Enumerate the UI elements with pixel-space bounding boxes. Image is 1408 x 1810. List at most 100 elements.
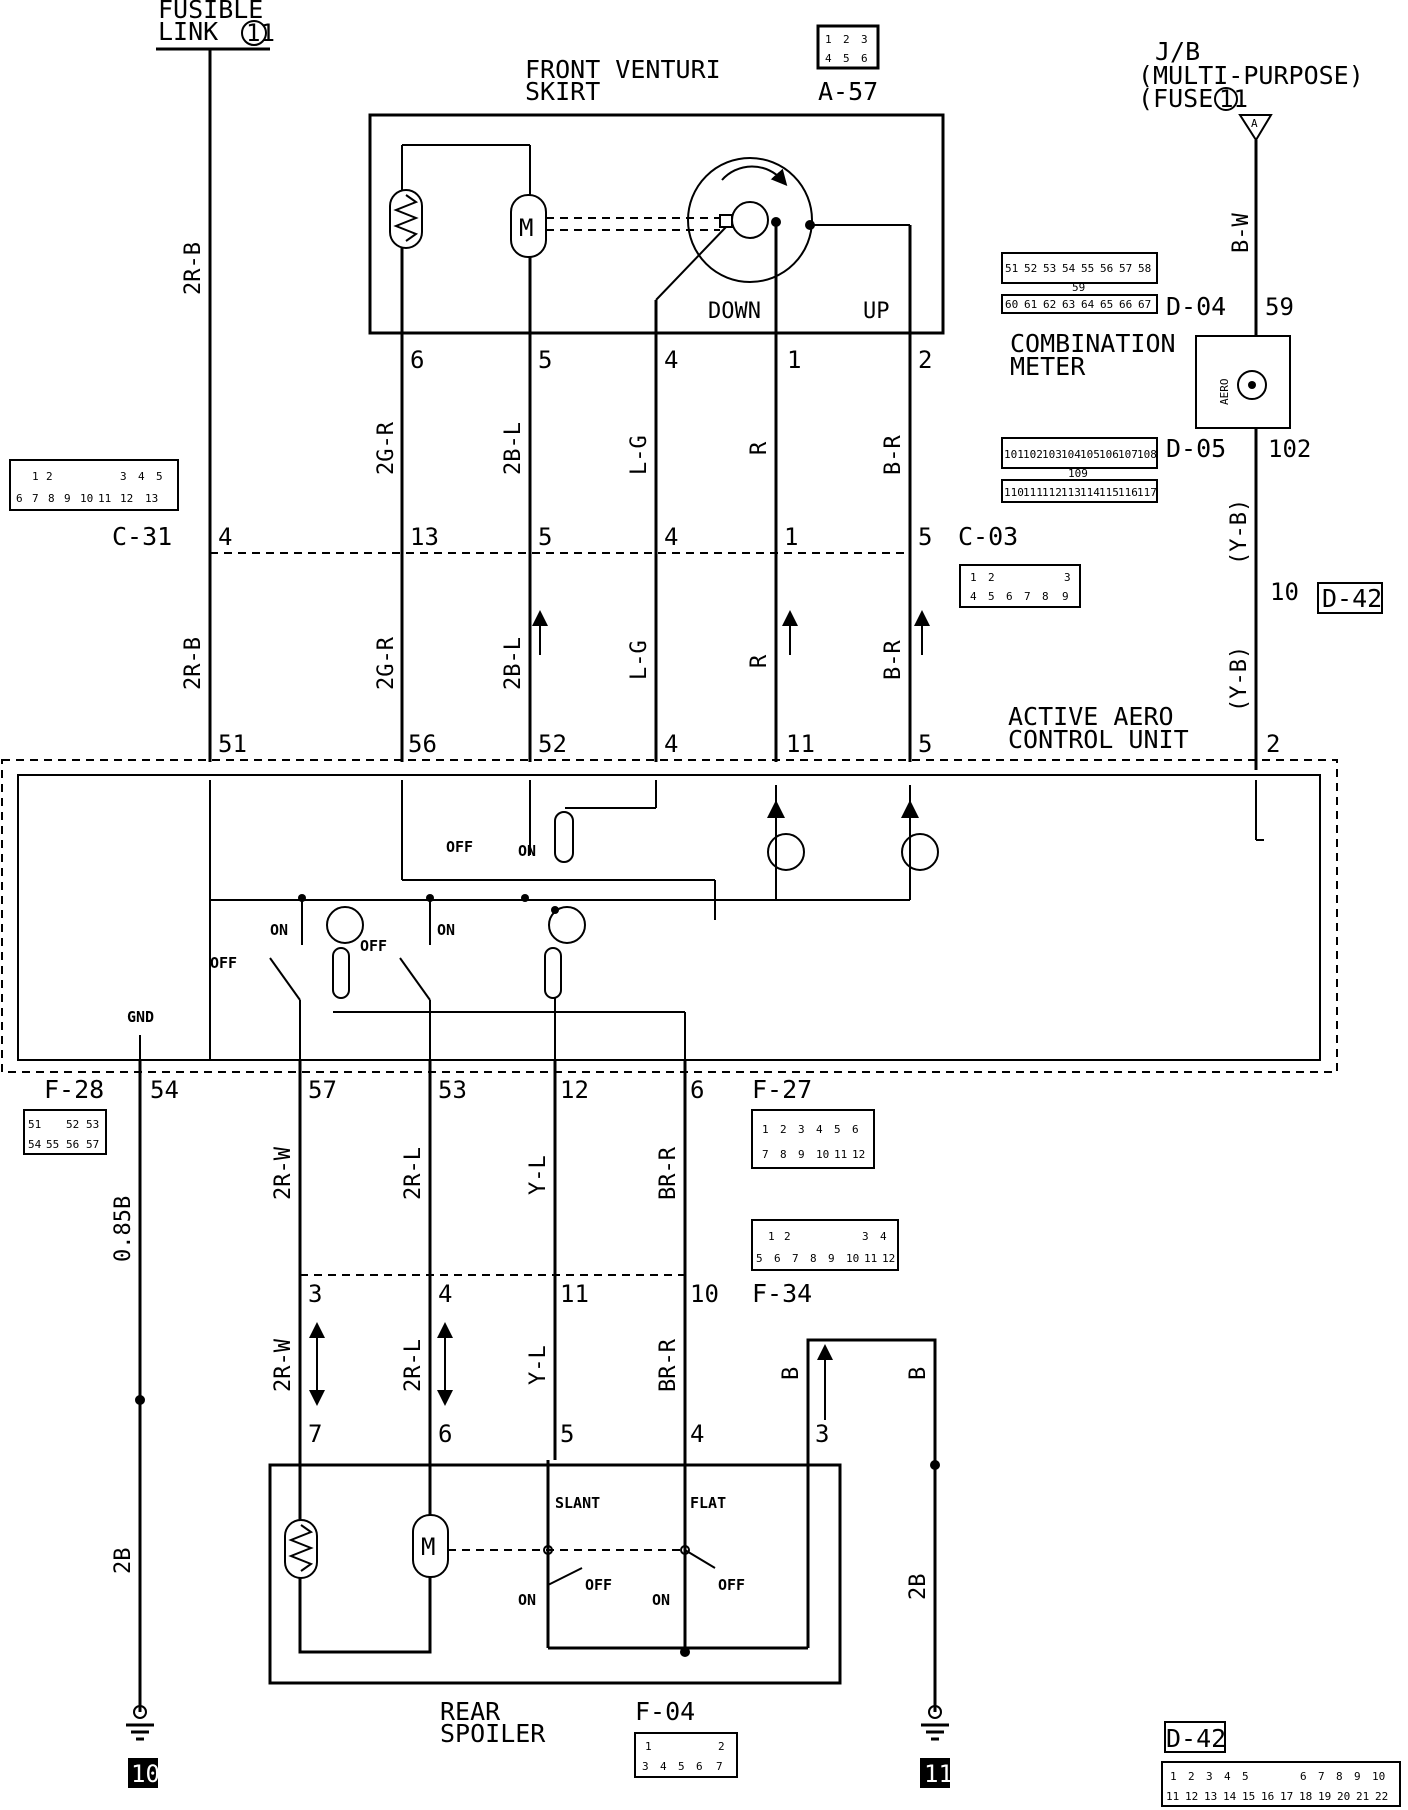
svg-text:66: 66 bbox=[1119, 298, 1132, 311]
svg-text:SKIRT: SKIRT bbox=[525, 77, 600, 106]
svg-text:4: 4 bbox=[438, 1280, 452, 1308]
svg-text:9: 9 bbox=[798, 1148, 805, 1161]
front-venturi-skirt: FRONT VENTURI SKIRT A-57 1 2 3 4 5 6 M bbox=[368, 24, 945, 340]
ground-11: 11 bbox=[920, 1705, 953, 1788]
svg-text:51: 51 bbox=[1005, 262, 1018, 275]
svg-text:F-28: F-28 bbox=[44, 1075, 104, 1104]
svg-text:2R-W: 2R-W bbox=[271, 1146, 296, 1200]
svg-text:OFF: OFF bbox=[360, 937, 387, 955]
svg-text:6: 6 bbox=[410, 346, 424, 374]
svg-text:55: 55 bbox=[1081, 262, 1094, 275]
svg-text:3: 3 bbox=[815, 1420, 829, 1448]
svg-text:12: 12 bbox=[560, 1076, 589, 1104]
svg-text:6: 6 bbox=[774, 1252, 781, 1265]
svg-text:F-27: F-27 bbox=[752, 1075, 812, 1104]
aero-indicator-icon bbox=[1237, 370, 1267, 400]
svg-text:17: 17 bbox=[1280, 1790, 1293, 1803]
svg-text:5: 5 bbox=[678, 1760, 685, 1773]
svg-text:1: 1 bbox=[768, 1230, 775, 1243]
svg-text:D-04: D-04 bbox=[1166, 292, 1226, 321]
svg-text:B: B bbox=[906, 1367, 931, 1380]
svg-text:117: 117 bbox=[1137, 486, 1157, 499]
svg-text:106: 106 bbox=[1099, 448, 1119, 461]
svg-text:116: 116 bbox=[1118, 486, 1138, 499]
svg-text:LINK: LINK bbox=[158, 17, 218, 46]
svg-text:2G-R: 2G-R bbox=[374, 636, 399, 690]
svg-text:FUSIBLE: FUSIBLE bbox=[158, 0, 263, 24]
svg-text:6: 6 bbox=[438, 1420, 452, 1448]
svg-text:52: 52 bbox=[1024, 262, 1037, 275]
svg-text:57: 57 bbox=[86, 1138, 99, 1151]
svg-text:F-04: F-04 bbox=[635, 1697, 695, 1726]
svg-text:2B-L: 2B-L bbox=[501, 637, 526, 690]
svg-text:GND: GND bbox=[127, 1008, 154, 1026]
svg-text:3: 3 bbox=[120, 470, 127, 483]
svg-text:COMBINATION: COMBINATION bbox=[1010, 329, 1176, 358]
svg-text:65: 65 bbox=[1100, 298, 1113, 311]
svg-text:6: 6 bbox=[1300, 1770, 1307, 1783]
svg-text:L-G: L-G bbox=[627, 435, 652, 475]
svg-text:D-42: D-42 bbox=[1322, 584, 1382, 613]
transistor-icon bbox=[326, 906, 364, 944]
fusible-link-label: FUSIBLE LINK 11 bbox=[156, 0, 275, 51]
svg-text:3: 3 bbox=[308, 1280, 322, 1308]
svg-text:63: 63 bbox=[1062, 298, 1075, 311]
transistor-icon bbox=[767, 833, 805, 871]
svg-text:55: 55 bbox=[46, 1138, 59, 1151]
svg-text:5: 5 bbox=[560, 1420, 574, 1448]
svg-text:3: 3 bbox=[1064, 571, 1071, 584]
svg-text:52: 52 bbox=[66, 1118, 79, 1131]
svg-text:2: 2 bbox=[918, 346, 932, 374]
svg-text:1: 1 bbox=[1170, 1770, 1177, 1783]
svg-text:REAR: REAR bbox=[440, 1697, 501, 1726]
svg-text:9: 9 bbox=[1354, 1770, 1361, 1783]
svg-text:2R-L: 2R-L bbox=[401, 1147, 426, 1200]
svg-text:0.85B: 0.85B bbox=[111, 1196, 136, 1262]
svg-text:C-31: C-31 bbox=[112, 522, 172, 551]
svg-text:56: 56 bbox=[1100, 262, 1113, 275]
svg-text:BR-R: BR-R bbox=[656, 1338, 681, 1392]
svg-text:4: 4 bbox=[825, 52, 832, 65]
svg-text:4: 4 bbox=[664, 523, 678, 551]
svg-text:CONTROL UNIT: CONTROL UNIT bbox=[1008, 725, 1189, 754]
svg-text:7: 7 bbox=[762, 1148, 769, 1161]
connector-d42-bottom: D-42 1 2 3 4 5 6 7 8 9 10 11 12 13 14 15… bbox=[1161, 1721, 1401, 1807]
svg-text:R: R bbox=[747, 441, 772, 455]
svg-text:2B: 2B bbox=[111, 1548, 136, 1575]
svg-text:B-W: B-W bbox=[1229, 213, 1254, 253]
svg-text:A-57: A-57 bbox=[818, 77, 878, 106]
svg-text:54: 54 bbox=[150, 1076, 179, 1104]
svg-text:3: 3 bbox=[798, 1123, 805, 1136]
svg-text:1: 1 bbox=[32, 470, 39, 483]
svg-text:4: 4 bbox=[664, 346, 678, 374]
svg-text:BR-R: BR-R bbox=[656, 1146, 681, 1200]
connector-f34-icon: 1 2 3 4 5 6 7 8 9 10 11 12 bbox=[751, 1219, 899, 1271]
svg-text:(Y-B): (Y-B) bbox=[1227, 646, 1252, 712]
svg-text:12: 12 bbox=[1185, 1790, 1198, 1803]
svg-text:4: 4 bbox=[138, 470, 145, 483]
svg-text:4: 4 bbox=[218, 523, 232, 551]
svg-text:5: 5 bbox=[156, 470, 163, 483]
svg-text:5: 5 bbox=[538, 346, 552, 374]
svg-text:ON: ON bbox=[518, 1591, 536, 1609]
svg-text:4: 4 bbox=[816, 1123, 823, 1136]
svg-text:58: 58 bbox=[1138, 262, 1151, 275]
transistor-icon bbox=[901, 833, 939, 871]
svg-text:60: 60 bbox=[1005, 298, 1018, 311]
svg-text:B-R: B-R bbox=[881, 435, 906, 475]
svg-text:14: 14 bbox=[1223, 1790, 1237, 1803]
svg-text:21: 21 bbox=[1356, 1790, 1369, 1803]
svg-text:1: 1 bbox=[970, 571, 977, 584]
svg-text:4: 4 bbox=[664, 730, 678, 758]
svg-text:51: 51 bbox=[218, 730, 247, 758]
svg-text:L-G: L-G bbox=[627, 640, 652, 680]
svg-text:M: M bbox=[421, 1533, 435, 1561]
svg-text:13: 13 bbox=[1204, 1790, 1217, 1803]
svg-text:1: 1 bbox=[645, 1740, 652, 1753]
svg-text:8: 8 bbox=[48, 492, 55, 505]
svg-text:7: 7 bbox=[32, 492, 39, 505]
svg-text:107: 107 bbox=[1118, 448, 1138, 461]
svg-text:103: 103 bbox=[1042, 448, 1062, 461]
svg-text:C-03: C-03 bbox=[958, 522, 1018, 551]
svg-text:8: 8 bbox=[1336, 1770, 1343, 1783]
